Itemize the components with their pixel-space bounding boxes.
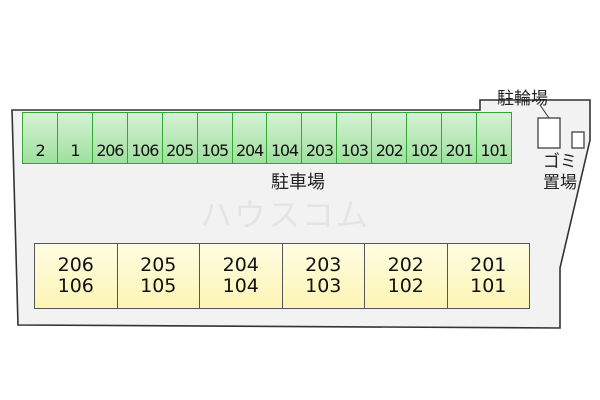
unit-upper-number: 203 bbox=[305, 254, 342, 276]
unit-upper-number: 205 bbox=[140, 254, 177, 276]
bike-label-leader bbox=[539, 104, 550, 119]
parking-space-label: 104 bbox=[270, 141, 299, 160]
parking-space: 206 bbox=[92, 113, 128, 163]
parking-space: 201 bbox=[442, 113, 477, 163]
parking-space-label: 2 bbox=[35, 141, 45, 160]
trash-label-line1: ゴミ bbox=[543, 152, 577, 172]
unit-lower-number: 103 bbox=[305, 275, 342, 297]
parking-space: 103 bbox=[337, 113, 373, 163]
parking-space: 204 bbox=[232, 113, 268, 163]
bike-parking-label: 駐輪場 bbox=[497, 89, 548, 109]
unit-upper-number: 204 bbox=[222, 254, 259, 276]
unit-lower-number: 102 bbox=[387, 275, 424, 297]
parking-space-label: 106 bbox=[131, 141, 159, 160]
parking-space-label: 202 bbox=[375, 141, 404, 160]
parking-space-label: 204 bbox=[236, 141, 264, 160]
parking-space-label: 201 bbox=[445, 141, 474, 160]
parking-space-label: 203 bbox=[305, 141, 334, 160]
parking-space-label: 205 bbox=[166, 141, 194, 160]
parking-space: 203 bbox=[302, 113, 338, 163]
unit-upper-number: 201 bbox=[470, 254, 507, 276]
parking-space: 101 bbox=[476, 113, 511, 163]
bike-parking-shed bbox=[537, 117, 561, 149]
parking-space-label: 1 bbox=[70, 141, 80, 160]
parking-space: 104 bbox=[267, 113, 303, 163]
unit-lower-number: 101 bbox=[470, 275, 507, 297]
trash-area-label: ゴミ 置場 bbox=[538, 152, 582, 194]
parking-space-label: 103 bbox=[340, 141, 369, 160]
unit-upper-number: 202 bbox=[387, 254, 424, 276]
parking-space-label: 101 bbox=[480, 141, 508, 160]
parking-label: 駐車場 bbox=[271, 172, 325, 193]
parking-space: 102 bbox=[407, 113, 443, 163]
parking-space: 202 bbox=[372, 113, 408, 163]
parking-space-label: 105 bbox=[201, 141, 229, 160]
parking-space-label: 206 bbox=[96, 141, 124, 160]
parking-space-label: 102 bbox=[410, 141, 439, 160]
unit-upper-number: 206 bbox=[57, 254, 94, 276]
trash-station-box bbox=[571, 131, 585, 149]
trash-label-line2: 置場 bbox=[543, 173, 577, 193]
watermark: ハウスコム bbox=[200, 196, 371, 234]
parking-space: 2 bbox=[23, 113, 58, 163]
parking-space: 105 bbox=[197, 113, 233, 163]
parking-space: 1 bbox=[57, 113, 93, 163]
unit-lower-number: 104 bbox=[222, 275, 259, 297]
parking-space: 205 bbox=[162, 113, 198, 163]
unit-lower-number: 105 bbox=[140, 275, 177, 297]
unit-lower-number: 106 bbox=[57, 275, 94, 297]
parking-space: 106 bbox=[127, 113, 163, 163]
parking-space-row: 2 1 206 106 205 105 204 104 203 103 202 102 201 101 bbox=[22, 112, 512, 164]
